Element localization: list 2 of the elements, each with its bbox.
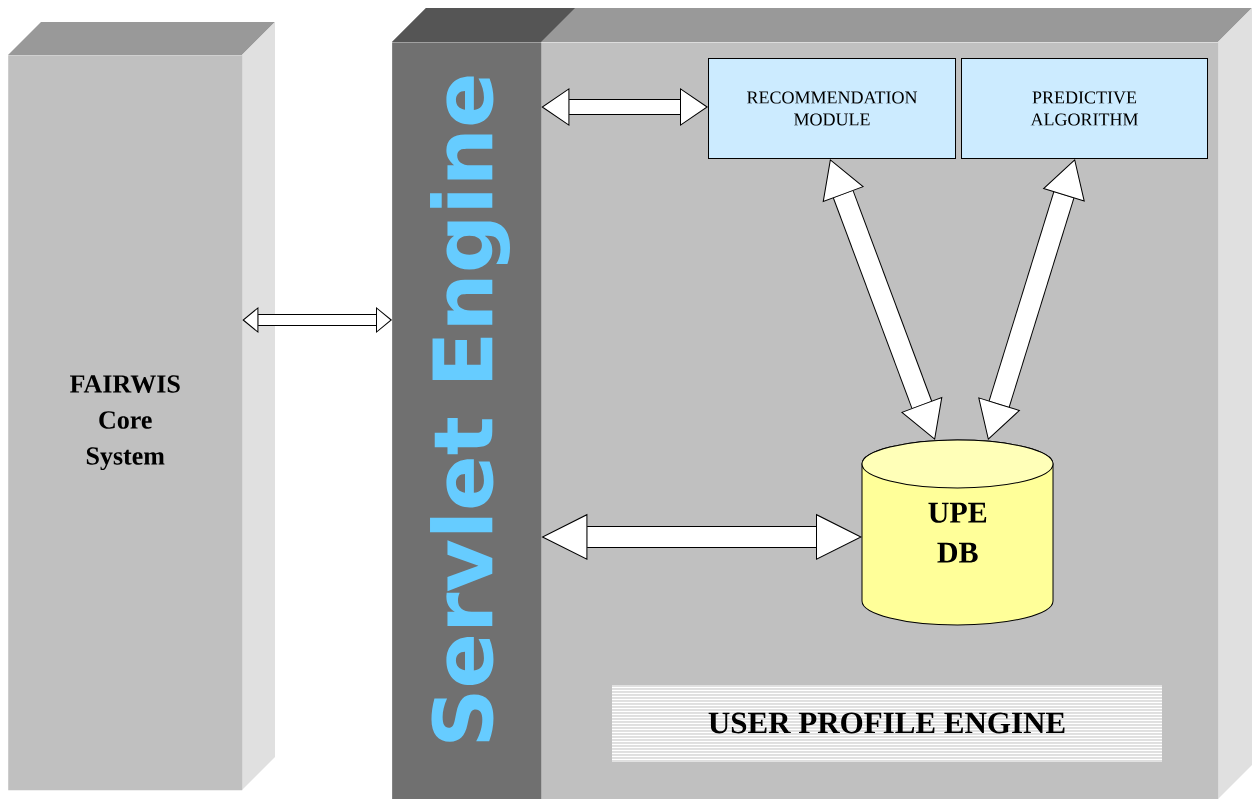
system-block: FAIRWIS Core System (8, 22, 275, 791)
double-arrow (242, 307, 392, 333)
